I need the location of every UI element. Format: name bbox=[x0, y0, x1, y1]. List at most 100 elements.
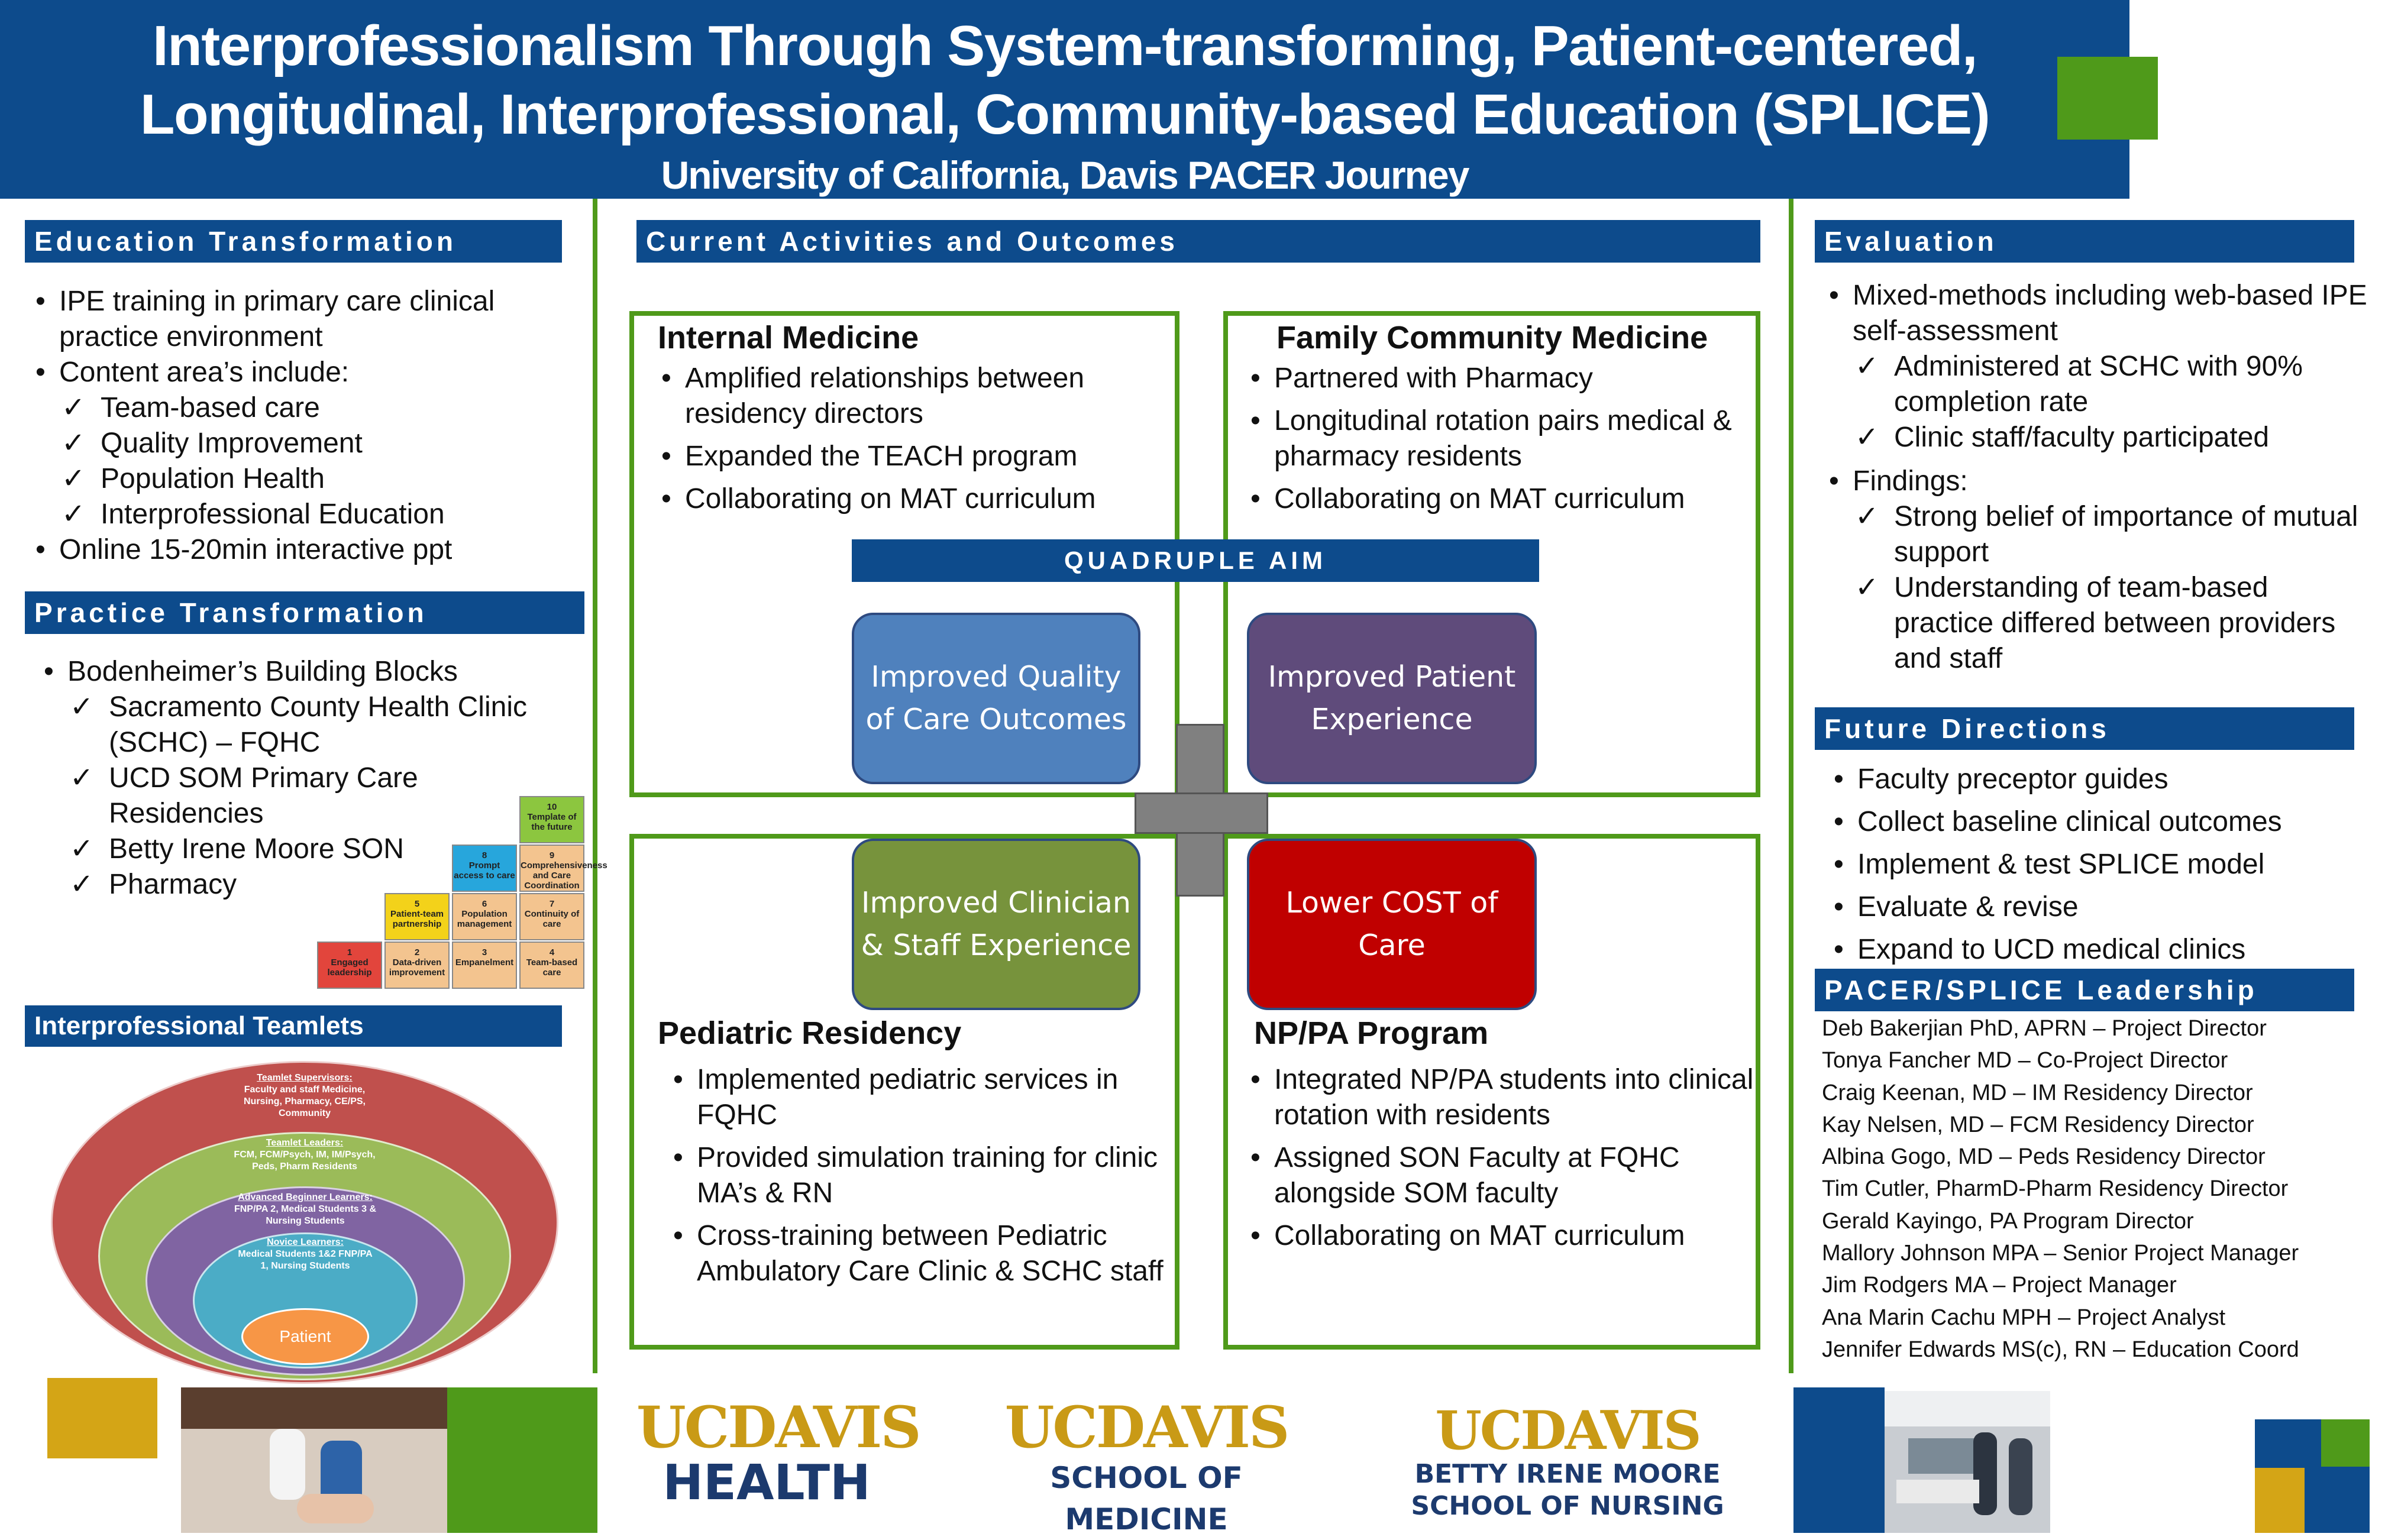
check-item: Quality Improvement bbox=[25, 426, 569, 461]
building-block-label: Template of the future bbox=[527, 812, 577, 832]
im-title: Internal Medicine bbox=[658, 320, 919, 355]
clinic-photo bbox=[1885, 1391, 2050, 1533]
bullet-item: Integrated NP/PA students into clinical … bbox=[1240, 1062, 1760, 1133]
np-title: NP/PA Program bbox=[1254, 1015, 1489, 1051]
teamlet-ring-text: Faculty and staff Medicine, Nursing, Pha… bbox=[244, 1085, 366, 1118]
building-block-label: Patient-team partnership bbox=[390, 909, 444, 929]
aim-quality: Improved Quality of Care Outcomes bbox=[852, 613, 1140, 784]
fcm-list: Partnered with PharmacyLongitudinal rota… bbox=[1240, 361, 1760, 517]
building-block-label: Prompt access to care bbox=[454, 860, 515, 881]
section-heading-teamlets: Interprofessional Teamlets bbox=[25, 1005, 562, 1047]
building-block-number: 1 bbox=[347, 947, 353, 957]
aim-clinician-experience: Improved Clinician & Staff Experience bbox=[852, 839, 1140, 1010]
bullet-item: Implemented pediatric services in FQHC bbox=[662, 1062, 1171, 1133]
classroom-photo bbox=[181, 1387, 447, 1533]
teamlet-ring-text: Medical Students 1&2 FNP/PA 1, Nursing S… bbox=[238, 1249, 373, 1271]
teamlets-diagram: Teamlet Supervisors: Faculty and staff Me… bbox=[51, 1061, 558, 1384]
aim-patient-experience: Improved Patient Experience bbox=[1247, 613, 1537, 784]
leader-entry: Albina Gogo, MD – Peds Residency Directo… bbox=[1822, 1144, 2266, 1170]
section-heading-activities: Current Activities and Outcomes bbox=[636, 220, 1760, 263]
building-block-number: 8 bbox=[481, 850, 487, 860]
check-item: Pharmacy bbox=[33, 867, 565, 902]
leader-entry: Gerald Kayingo, PA Program Director bbox=[1822, 1208, 2194, 1234]
leader-entry: Deb Bakerjian PhD, APRN – Project Direct… bbox=[1822, 1016, 2267, 1041]
section-heading-evaluation: Evaluation bbox=[1815, 220, 2354, 263]
bullet-item: Implement & test SPLICE model bbox=[1823, 847, 2373, 882]
teamlet-ring-title: Teamlet Leaders: bbox=[266, 1138, 344, 1148]
patient-center: Patient bbox=[241, 1308, 369, 1365]
logo-ucdavis-health: UCDAVIS HEALTH bbox=[636, 1394, 922, 1511]
building-block-number: 5 bbox=[414, 899, 420, 909]
im-list: Amplified relationships between residenc… bbox=[651, 361, 1171, 517]
decor-green-block bbox=[447, 1387, 597, 1533]
bullet-item: Longitudinal rotation pairs medical & ph… bbox=[1240, 403, 1760, 474]
teamlet-ring-text: FCM, FCM/Psych, IM, IM/Psych, Peds, Phar… bbox=[234, 1150, 376, 1172]
bullet-item: Bodenheimer’s Building Blocks bbox=[33, 654, 565, 690]
building-block-number: 9 bbox=[549, 850, 555, 860]
divider-right bbox=[1789, 199, 1793, 1373]
logo-ucdavis-nursing: UCDAVIS BETTY IRENE MOORE SCHOOL OF NURS… bbox=[1411, 1399, 1724, 1521]
plus-icon bbox=[1135, 724, 1268, 897]
decor-green-square bbox=[2057, 57, 2158, 140]
leader-entry: Tim Cutler, PharmD-Pharm Residency Direc… bbox=[1822, 1176, 2289, 1202]
bullet-item: Collaborating on MAT curriculum bbox=[1240, 1218, 1760, 1254]
decor-navy-block bbox=[1793, 1387, 1885, 1533]
bullet-item: Assigned SON Faculty at FQHC alongside S… bbox=[1240, 1140, 1760, 1211]
bullet-item: Amplified relationships between residenc… bbox=[651, 361, 1171, 432]
bullet-item: Collaborating on MAT curriculum bbox=[651, 481, 1171, 517]
building-block-number: 10 bbox=[547, 802, 557, 812]
check-item: Team-based care bbox=[25, 390, 569, 426]
teamlet-ring-title: Teamlet Supervisors: bbox=[257, 1073, 353, 1083]
leader-entry: Jennifer Edwards MS(c), RN – Education C… bbox=[1822, 1337, 2299, 1362]
building-block-label: Data-driven improvement bbox=[389, 957, 445, 978]
bullet-item: Expanded the TEACH program bbox=[651, 439, 1171, 474]
building-block-number: 2 bbox=[414, 947, 420, 957]
leader-entry: Craig Keenan, MD – IM Residency Director bbox=[1822, 1080, 2253, 1105]
leader-entry: Jim Rodgers MA – Project Manager bbox=[1822, 1273, 2177, 1298]
building-block-label: Empanelment bbox=[455, 957, 514, 968]
peds-title: Pediatric Residency bbox=[658, 1015, 962, 1051]
building-block-number: 6 bbox=[481, 899, 487, 909]
education-list: IPE training in primary care clinical pr… bbox=[25, 284, 569, 568]
check-item: Clinic staff/faculty participated bbox=[1818, 420, 2368, 455]
check-item: UCD SOM Primary Care Residencies bbox=[33, 761, 565, 832]
practice-list: Bodenheimer’s Building BlocksSacramento … bbox=[33, 654, 565, 902]
bullet-item: Partnered with Pharmacy bbox=[1240, 361, 1760, 396]
bullet-item: Collaborating on MAT curriculum bbox=[1240, 481, 1760, 517]
bullet-item: Mixed-methods including web-based IPE se… bbox=[1818, 278, 2368, 349]
divider-left bbox=[593, 199, 597, 1373]
section-heading-leadership: PACER/SPLICE Leadership bbox=[1815, 969, 2354, 1011]
bullet-item: Content area’s include: bbox=[25, 355, 569, 390]
bullet-item: Provided simulation training for clinic … bbox=[662, 1140, 1171, 1211]
bullet-item: Online 15-20min interactive ppt bbox=[25, 532, 569, 568]
title-line-2: Longitudinal, Interprofessional, Communi… bbox=[140, 83, 1990, 146]
bullet-item: Cross-training between Pediatric Ambulat… bbox=[662, 1218, 1171, 1289]
building-block-label: Engaged leadership bbox=[327, 957, 372, 978]
building-block-label: Population management bbox=[457, 909, 512, 929]
evaluation-list: Mixed-methods including web-based IPE se… bbox=[1818, 278, 2368, 677]
building-block-number: 3 bbox=[481, 947, 487, 957]
check-item: Strong belief of importance of mutual su… bbox=[1818, 499, 2368, 570]
np-list: Integrated NP/PA students into clinical … bbox=[1240, 1062, 1760, 1254]
peds-list: Implemented pediatric services in FQHCPr… bbox=[662, 1062, 1171, 1289]
leader-entry: Tonya Fancher MD – Co-Project Director bbox=[1822, 1048, 2228, 1073]
leader-entry: Mallory Johnson MPA – Senior Project Man… bbox=[1822, 1241, 2299, 1266]
bullet-item: IPE training in primary care clinical pr… bbox=[25, 284, 569, 355]
future-list: Faculty preceptor guidesCollect baseline… bbox=[1823, 762, 2373, 968]
aim-lower-cost: Lower COST of Care bbox=[1247, 839, 1537, 1010]
decor-gold-square-right bbox=[2255, 1468, 2305, 1533]
decor-green-square-right bbox=[2321, 1419, 2370, 1467]
teamlet-ring-title: Novice Learners: bbox=[267, 1237, 344, 1247]
building-block-label: Continuity of care bbox=[524, 909, 580, 929]
leadership-list: Deb Bakerjian PhD, APRN – Project Direct… bbox=[1822, 1012, 2299, 1366]
poster-title: Interprofessionalism Through System-tran… bbox=[0, 12, 2129, 149]
poster-header: Interprofessionalism Through System-tran… bbox=[0, 0, 2129, 199]
